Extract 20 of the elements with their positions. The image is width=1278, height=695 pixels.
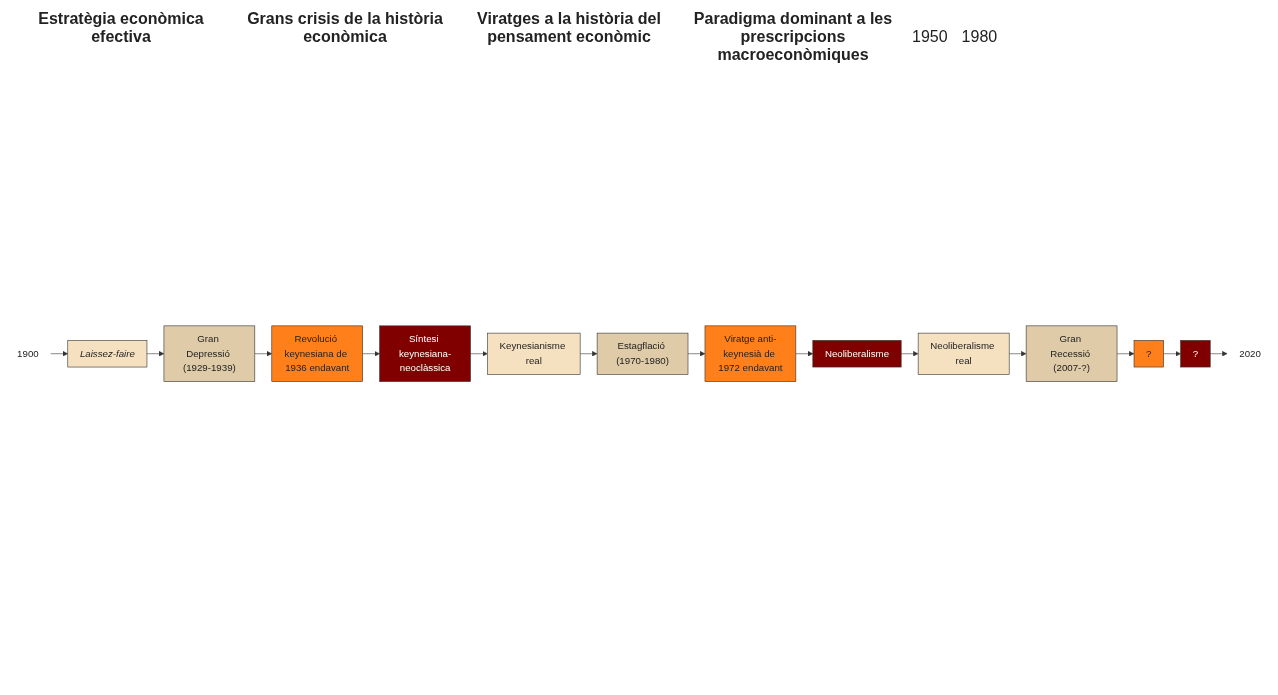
node-box: Gran Depressió (1929-1939) <box>163 325 256 383</box>
node-box: Neoliberalisme <box>812 340 902 368</box>
node-box: ? <box>1133 340 1164 368</box>
node-box: ? <box>1180 340 1211 368</box>
node-box: Gran Recessió (2007-?) <box>1025 325 1118 383</box>
node-box: Keynesianisme real <box>487 333 581 375</box>
column-heading: Viratges a la història del pensament econòmic <box>476 10 662 46</box>
node-box: Revolució keynesiana de 1936 endavant <box>271 325 363 383</box>
year-label: 1980 <box>961 28 998 46</box>
node-text: 1900 <box>17 348 39 359</box>
year-label: 1950 <box>912 28 948 46</box>
column-heading: Paradigma dominant a les prescripcions macroeconòmiques <box>692 10 894 64</box>
node-text: 2020 <box>1239 348 1261 359</box>
node-box: Síntesi keynesiana-neoclàssica <box>379 325 471 383</box>
node-box: Neoliberalisme real <box>917 333 1010 375</box>
column-heading: Grans crisis de la història econòmica <box>246 10 444 46</box>
node-box: Viratge anti-keynesià de 1972 endavant <box>704 325 797 383</box>
column-heading: Estratègia econòmica efectiva <box>37 10 205 46</box>
node-box: Estagflació (1970-1980) <box>596 333 689 375</box>
node-box: Laissez-faire <box>67 340 148 368</box>
